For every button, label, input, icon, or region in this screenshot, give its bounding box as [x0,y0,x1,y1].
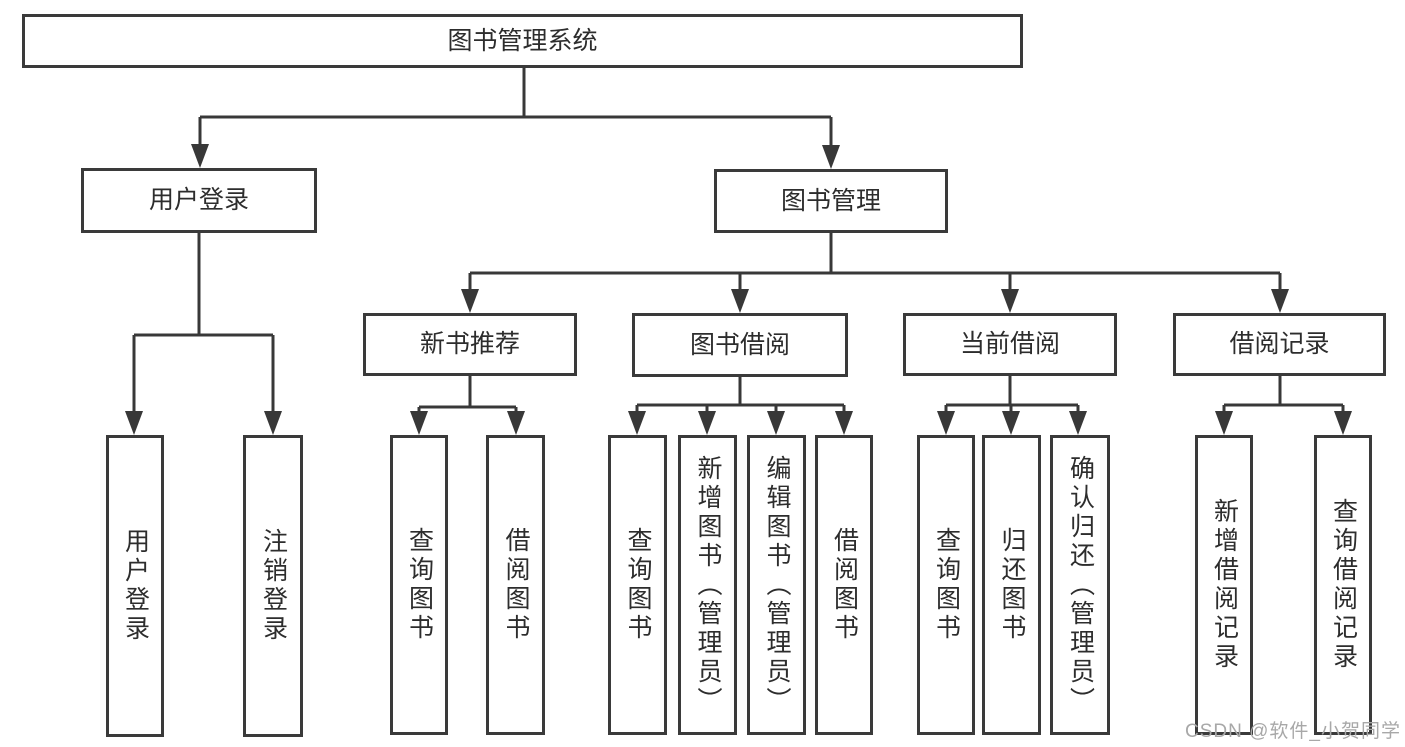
arrowheads [125,144,1352,435]
node-current-borrowing: 当前借阅 [903,313,1117,376]
leaf-edit-book-admin: 编辑图书（管理员） [747,435,806,735]
leaf-logout: 注销登录 [243,435,303,737]
node-new-book-recommend: 新书推荐 [363,313,577,376]
watermark-text: CSDN @软件_小贺同学 [1185,721,1401,742]
leaf-add-book-admin: 新增图书（管理员） [678,435,737,735]
leaf-query-books-recommend: 查询图书 [390,435,448,735]
leaf-query-borrow-record: 查询借阅记录 [1314,435,1372,735]
node-borrowing-records: 借阅记录 [1173,313,1386,376]
node-user-login: 用户登录 [81,168,317,233]
node-root-title: 图书管理系统 [22,14,1023,68]
leaf-confirm-return-admin: 确认归还（管理员） [1050,435,1110,735]
leaf-user-login: 用户登录 [106,435,164,737]
node-book-management: 图书管理 [714,169,948,233]
node-book-borrowing: 图书借阅 [632,313,848,377]
leaf-return-book: 归还图书 [982,435,1041,735]
leaf-query-books-borrowing: 查询图书 [608,435,667,735]
leaf-borrow-books-recommend: 借阅图书 [486,435,545,735]
leaf-query-books-current: 查询图书 [917,435,975,735]
leaf-borrow-books-borrowing: 借阅图书 [815,435,873,735]
leaf-add-borrow-record: 新增借阅记录 [1195,435,1253,735]
